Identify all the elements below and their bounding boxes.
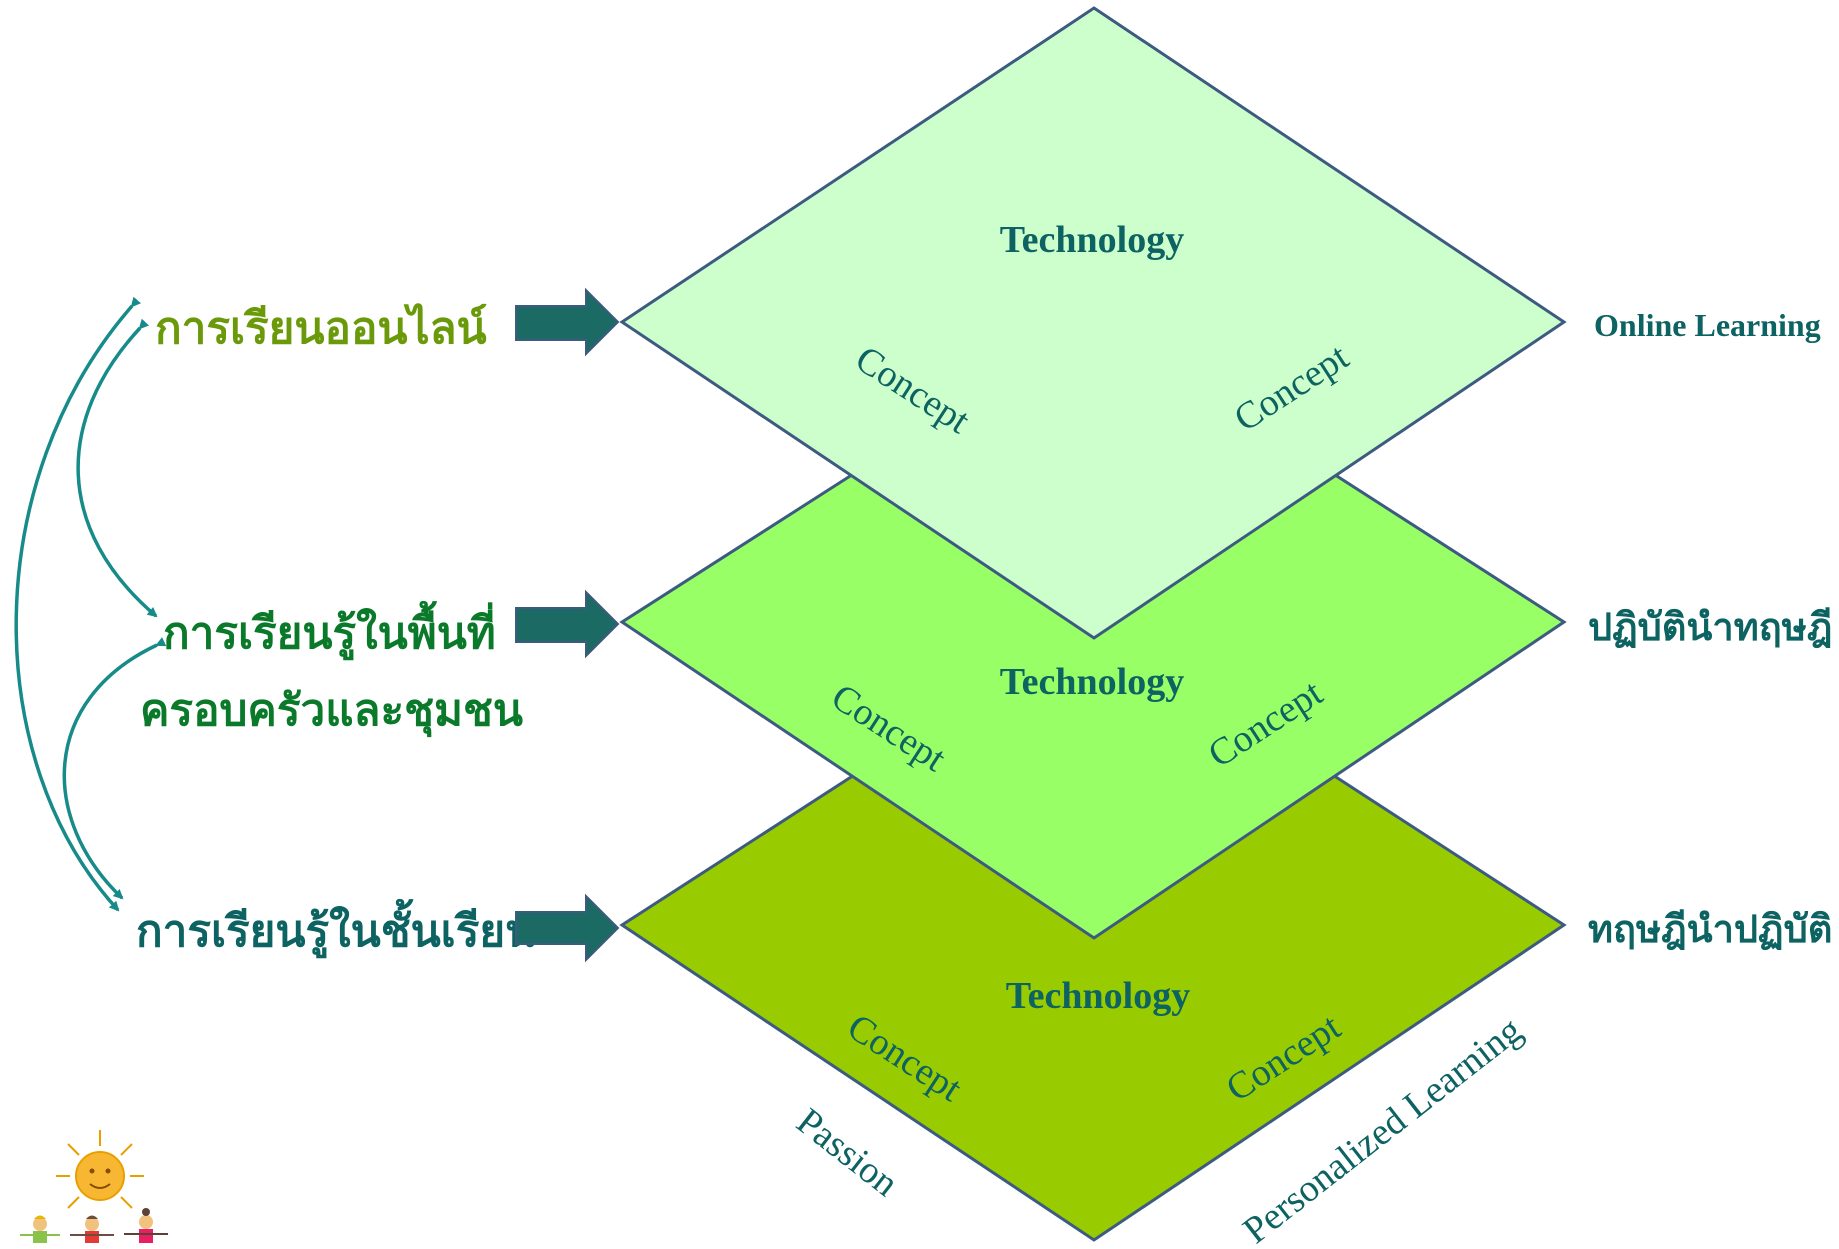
layer-top-diamond: [619, 6, 1567, 640]
left-label-online: การเรียนออนไลน์: [155, 302, 487, 353]
left-label-area-line2: ครอบครัวและชุมชน: [140, 686, 523, 738]
curve-online-area: [76, 318, 158, 618]
right-label-bottom: ทฤษฎีนำปฏิบัติ: [1588, 909, 1832, 951]
right-label-top: Online Learning: [1594, 307, 1821, 343]
layer-top-technology: Technology: [1000, 219, 1184, 261]
passion-label: Passion: [789, 1100, 906, 1205]
children-icon: [20, 1208, 168, 1243]
layer-middle-technology: Technology: [1000, 661, 1184, 703]
arrow-to-middle-layer: [515, 589, 620, 659]
arrow-to-bottom-layer: [515, 893, 620, 963]
left-label-classroom: การเรียนรู้ในชั้นเรียน: [136, 898, 535, 958]
arrow-to-top-layer: [515, 287, 620, 357]
layer-bottom-technology: Technology: [1006, 975, 1190, 1017]
left-label-area-line1: การเรียนรู้ในพื้นที่: [163, 600, 496, 660]
curve-online-classroom: [14, 296, 142, 912]
curve-area-classroom: [62, 637, 167, 900]
sun-icon: [56, 1130, 144, 1209]
right-label-middle: ปฏิบัตินำทฤษฎี: [1588, 607, 1832, 649]
